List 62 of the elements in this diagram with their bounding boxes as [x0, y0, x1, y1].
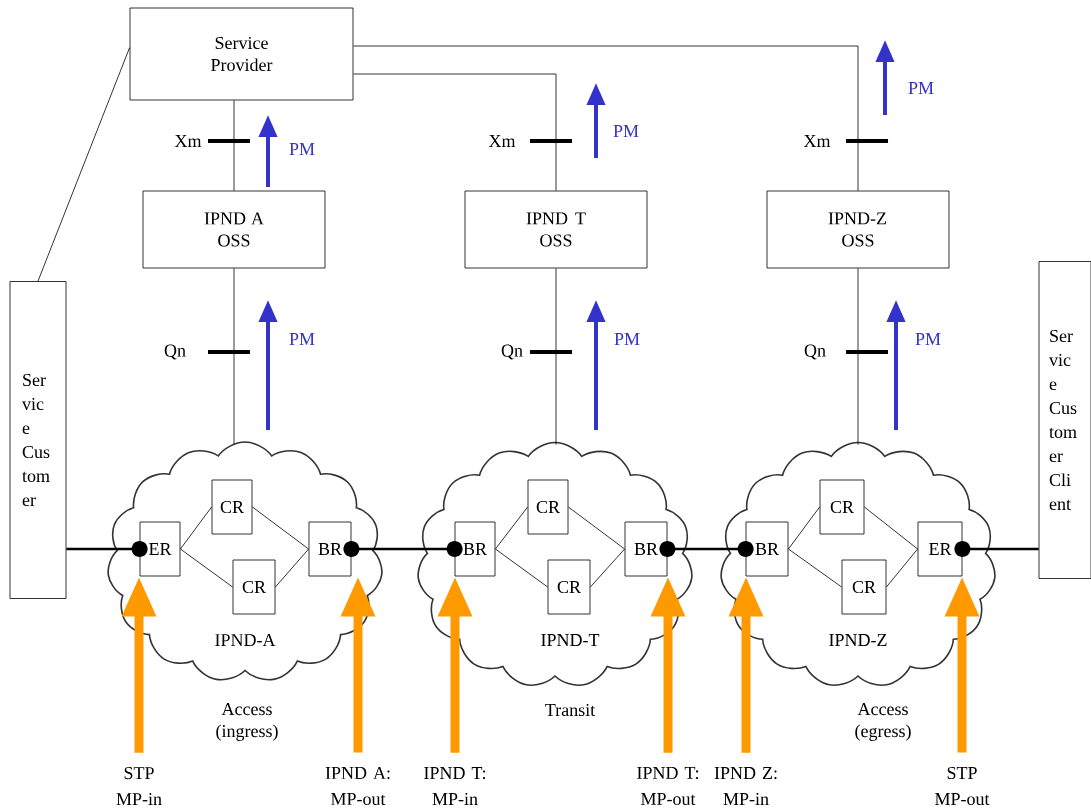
edge-label: Qn [804, 344, 826, 360]
router-box: CR [547, 559, 591, 615]
edge-label: Xm [174, 135, 202, 147]
label: PM [289, 143, 315, 155]
measurement-point-label: STP MP-out [935, 766, 990, 806]
link-with-points [66, 541, 148, 557]
connector-line [555, 268, 557, 446]
connector-line [568, 506, 625, 550]
system-box: Service Provider [129, 7, 354, 101]
connector-line [788, 506, 820, 550]
connector-line [233, 268, 235, 445]
measurement-point-label: IPND A: MP-out [325, 767, 390, 806]
system-box: IPND-Z OSS [766, 190, 950, 269]
connector-line [233, 100, 235, 191]
zone-label: Transit [545, 703, 596, 717]
router-box: ER [139, 521, 181, 577]
router-box: BR [624, 521, 668, 577]
router-box: BR [308, 521, 352, 577]
label: PM [614, 333, 640, 345]
connector-line [180, 506, 212, 550]
measurement-point-label: STP MP-in [116, 767, 162, 805]
edge-label: Xm [803, 135, 831, 147]
system-box: IPND A OSS [142, 190, 326, 269]
router-box: BR [745, 521, 789, 577]
edge-label: Qn [164, 344, 186, 360]
label: PM [908, 82, 934, 94]
system-box: IPND T OSS [464, 190, 648, 269]
connector-line [495, 548, 548, 588]
edge-label: Xm [488, 135, 516, 147]
router-box: CR [211, 479, 253, 535]
router-box: CR [819, 479, 865, 535]
connector-line [252, 506, 309, 550]
label: PM [915, 333, 941, 345]
router-box: CR [232, 559, 276, 615]
connector-line [864, 506, 918, 550]
router-box: ER [917, 521, 963, 577]
label: PM [613, 125, 639, 137]
connector-line [857, 268, 859, 446]
link-with-points [954, 541, 1039, 557]
label: PM [289, 333, 315, 345]
router-box: BR [454, 521, 496, 577]
connector-line [275, 548, 309, 588]
edge-label: Qn [501, 344, 523, 360]
router-box: CR [527, 479, 569, 535]
zone-label: Access (egress) [855, 703, 911, 741]
customer-box: Ser vic e Cus tom er [9, 281, 67, 599]
measurement-point-label: IPND T: MP-out [637, 767, 699, 805]
connector-line [886, 548, 918, 588]
customer-box: Ser vic e Cus tom er Cli ent [1038, 261, 1091, 579]
measurement-point-label: IPND Z: MP-in [714, 767, 777, 805]
connector-line [353, 45, 859, 191]
zone-label: Access (ingress) [216, 703, 278, 741]
link-with-points [343, 541, 463, 557]
connector-line [180, 548, 233, 588]
connector-line [353, 73, 557, 191]
connector-line [495, 506, 528, 550]
connector-line [37, 47, 130, 282]
router-box: CR [841, 559, 887, 615]
measurement-point-label: IPND T: MP-in [424, 767, 486, 805]
link-with-points [659, 541, 754, 557]
connector-line [590, 548, 625, 588]
connector-line [788, 548, 842, 588]
